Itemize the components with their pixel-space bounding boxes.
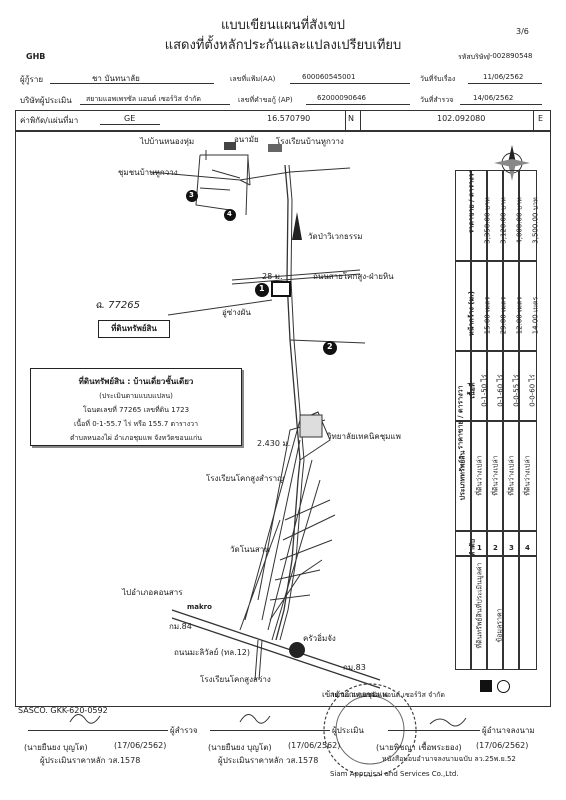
sig3-role: ผู้อำนาจลงนาม — [482, 726, 535, 735]
label-community: ชุมชนบ้านหูกวาง — [118, 168, 178, 177]
legend-compare-marker — [497, 680, 510, 693]
footer-code: SASCO. GKK-620-0592 — [18, 706, 108, 715]
label-km84: กม.84 — [169, 622, 192, 631]
label-road-khoksung: ถนนสายโคกสูง-ฝ่ายหิน — [313, 272, 394, 281]
sig1-license: ผู้ประเมินราคาหลัก วส.1578 — [40, 756, 141, 765]
label-dist2430: 2.430 ม. — [257, 439, 291, 448]
e-label: E — [538, 114, 544, 123]
survey-label: วันที่สำรวจ — [420, 96, 454, 104]
ref-value: J-002890548 — [488, 52, 533, 60]
label-to-khonsan: ไปอำเภอคอนสาร — [122, 588, 183, 597]
label-to-nonghum: ไปบ้านหนองหุ่ม — [140, 137, 195, 146]
sig1-role: ผู้สำรวจ — [170, 726, 198, 735]
label-anamai: อนามัย — [234, 135, 259, 144]
recv-label: วันที่รับเรื่อง — [420, 75, 456, 83]
label-krua: ครัวอิ่มจัง — [303, 634, 336, 643]
pin-2: 2 — [327, 342, 333, 351]
info-title: ที่ดินทรัพย์สิน : บ้านเดี่ยวชั้นเดียว — [78, 377, 194, 386]
sig3-license: หนังสือมอบอำนาจลงนามฉบับ ลว.25พ.ย.52 — [382, 755, 516, 763]
row4-no: 4 — [525, 544, 530, 552]
legend-subject-marker — [480, 680, 492, 692]
ref-label: รหัสบริษัท — [458, 53, 489, 61]
row1-no: 1 — [477, 544, 482, 552]
label-school-samran: โรงเรียนโคกสูงสำราญ — [206, 474, 284, 483]
row3-no: 3 — [509, 544, 514, 552]
longitude: 102.092080 — [437, 114, 486, 123]
pin-4: 4 — [227, 210, 232, 218]
label-makro: makro — [187, 603, 212, 611]
company-value: สยามแอพเพรซัล แอนด์ เซอร์วิส จำกัด — [86, 95, 201, 103]
recv-value: 11/06/2562 — [483, 73, 524, 81]
pin-1: 1 — [259, 284, 265, 293]
stamp-text: สยามแอพเพรซัล แอนด์ เซอร์วิส จำกัด — [330, 691, 445, 699]
ap-label: เลขที่คำขอกู้ (AP) — [238, 96, 293, 104]
coord-label: ค่าพิกัด/แผ่นที่มา — [20, 116, 79, 125]
survey-value: 14/06/2562 — [473, 94, 514, 102]
doc-title: แบบเขียนแผนที่สังเขป — [220, 18, 346, 33]
stamp-en: Siam Appraisal and Services Co.,Ltd. — [330, 770, 459, 778]
label-temple-wiwek: วัดป่าวิเวกธรรม — [308, 232, 363, 241]
bank-code: GHB — [26, 52, 46, 61]
aa-label: เลขที่แฟ้ม(AA) — [230, 75, 276, 83]
sig1-date: (17/06/2562) — [114, 741, 167, 750]
latitude: 16.570790 — [267, 114, 311, 123]
sig2-name: (นายยืนยง บุญโต) — [208, 743, 272, 752]
info-line5: ตำบลหนองไผ่ อำเภอชุมแพ จังหวัดขอนแก่น — [69, 434, 203, 442]
info-line3: โฉนดเลขที่ 77265 เลขที่ดิน 1723 — [82, 406, 190, 414]
pin-3: 3 — [189, 191, 194, 199]
borrower-value: ชา บันทนาลัย — [92, 74, 140, 83]
ap-value: 62000090646 — [317, 94, 366, 102]
subject-box: ที่ดินทรัพย์สิน — [98, 320, 170, 338]
info-box: ที่ดินทรัพย์สิน : บ้านเดี่ยวชั้นเดียว (ป… — [30, 368, 242, 446]
page-number: 3/6 — [516, 27, 529, 36]
label-road-mali: ถนนมะลิวัลย์ (ทล.12) — [174, 648, 251, 657]
label-km28: 28 ม. — [262, 272, 283, 281]
info-line4: เนื้อที่ 0-1-55.7 ไร่ หรือ 155.7 ตารางวา — [73, 420, 198, 428]
label-handwritten-deed: ฉ. 77265 — [95, 300, 140, 311]
company-label: บริษัทผู้ประเมิน — [20, 96, 72, 105]
n-label: N — [348, 114, 354, 123]
sig3-name: (นายพิชญา เชื้อพระยอง) — [376, 743, 462, 752]
row2-no: 2 — [493, 544, 498, 552]
borrower-label: ผู้กู้ราย — [20, 75, 44, 84]
sig1-name: (นายยืนยง บุญโต) — [24, 743, 88, 752]
label-garage: อู่ซ่างผัน — [222, 308, 251, 317]
coord-system: GE — [124, 114, 136, 123]
label-to-chumphae: เข้าตัวอำเภอชุมแพ — [322, 690, 388, 699]
doc-subtitle: แสดงที่ตั้งหลักประกันและแปลงเปรียบเทียบ — [164, 38, 402, 53]
sig3-date: (17/06/2562) — [476, 741, 529, 750]
map-frame — [15, 130, 551, 707]
label-school-sawang: โรงเรียนโคกสูงสว่าง — [200, 675, 271, 684]
label-school-huku: โรงเรียนบ้านหูกวาง — [276, 137, 344, 146]
sig2-role: ผู้ประเมิน — [332, 726, 364, 735]
comparison-table — [455, 170, 537, 670]
label-km83: กม.83 — [343, 663, 366, 672]
sig2-license: ผู้ประเมินราคาหลัก วส.1578 — [218, 756, 319, 765]
sig2-date: (17/06/2562) — [288, 741, 341, 750]
label-college: วิทยาลัยเทคนิคชุมแพ — [327, 432, 401, 441]
info-line2: (ประเมินตามแบบแปลน) — [99, 392, 173, 400]
label-temple-nonsan: วัดโนนสาน — [230, 545, 270, 554]
aa-value: 600060545001 — [302, 73, 356, 81]
